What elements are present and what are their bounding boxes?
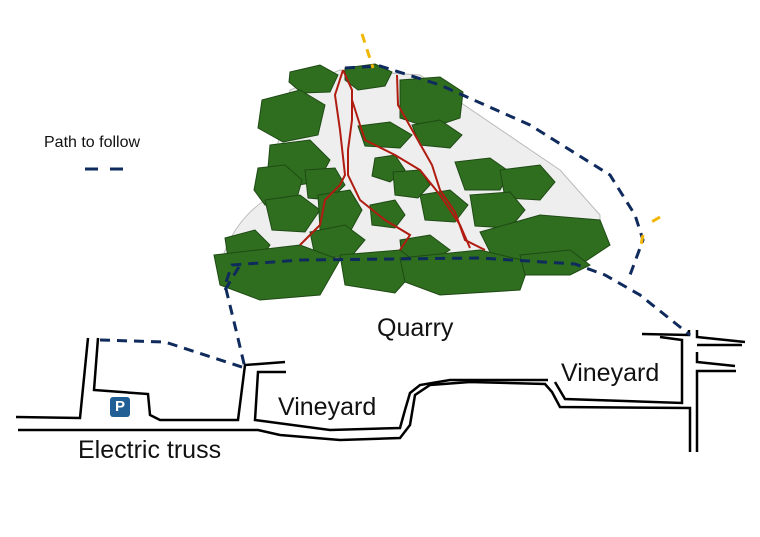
electric-truss-label: Electric truss — [78, 436, 222, 464]
bush — [392, 169, 431, 199]
road-edge — [695, 369, 736, 452]
bush — [213, 244, 341, 301]
bush — [399, 76, 464, 129]
climbing-routes — [299, 69, 486, 251]
road-edge — [695, 352, 736, 368]
bush — [288, 64, 339, 94]
road-edge — [641, 330, 691, 337]
quarry-label: Quarry — [377, 314, 454, 342]
bush — [399, 249, 531, 296]
vegetation-clusters — [213, 63, 611, 301]
bush — [257, 89, 326, 143]
bush — [357, 121, 413, 149]
road-edge — [18, 380, 692, 452]
roads — [15, 330, 746, 452]
bush — [469, 191, 526, 229]
road-edge — [253, 370, 548, 432]
road-edge — [553, 335, 684, 405]
bush — [344, 63, 393, 91]
path-segment — [223, 264, 242, 291]
vineyard-right-label: Vineyard — [561, 359, 660, 387]
route — [351, 99, 471, 249]
route — [396, 74, 486, 251]
bush — [264, 194, 321, 233]
trail-markers — [360, 33, 661, 246]
marker-right — [647, 215, 661, 226]
road-edge — [15, 337, 90, 420]
vineyard-left-label: Vineyard — [278, 393, 377, 421]
marker-right — [639, 234, 645, 246]
legend-label: Path to follow — [44, 134, 141, 151]
bush — [369, 199, 406, 229]
parking-icon: P — [110, 397, 130, 417]
marker-top — [360, 33, 375, 69]
route — [299, 69, 347, 246]
path-segment — [99, 256, 691, 371]
road-edge — [695, 330, 746, 344]
road-edge — [92, 337, 286, 422]
